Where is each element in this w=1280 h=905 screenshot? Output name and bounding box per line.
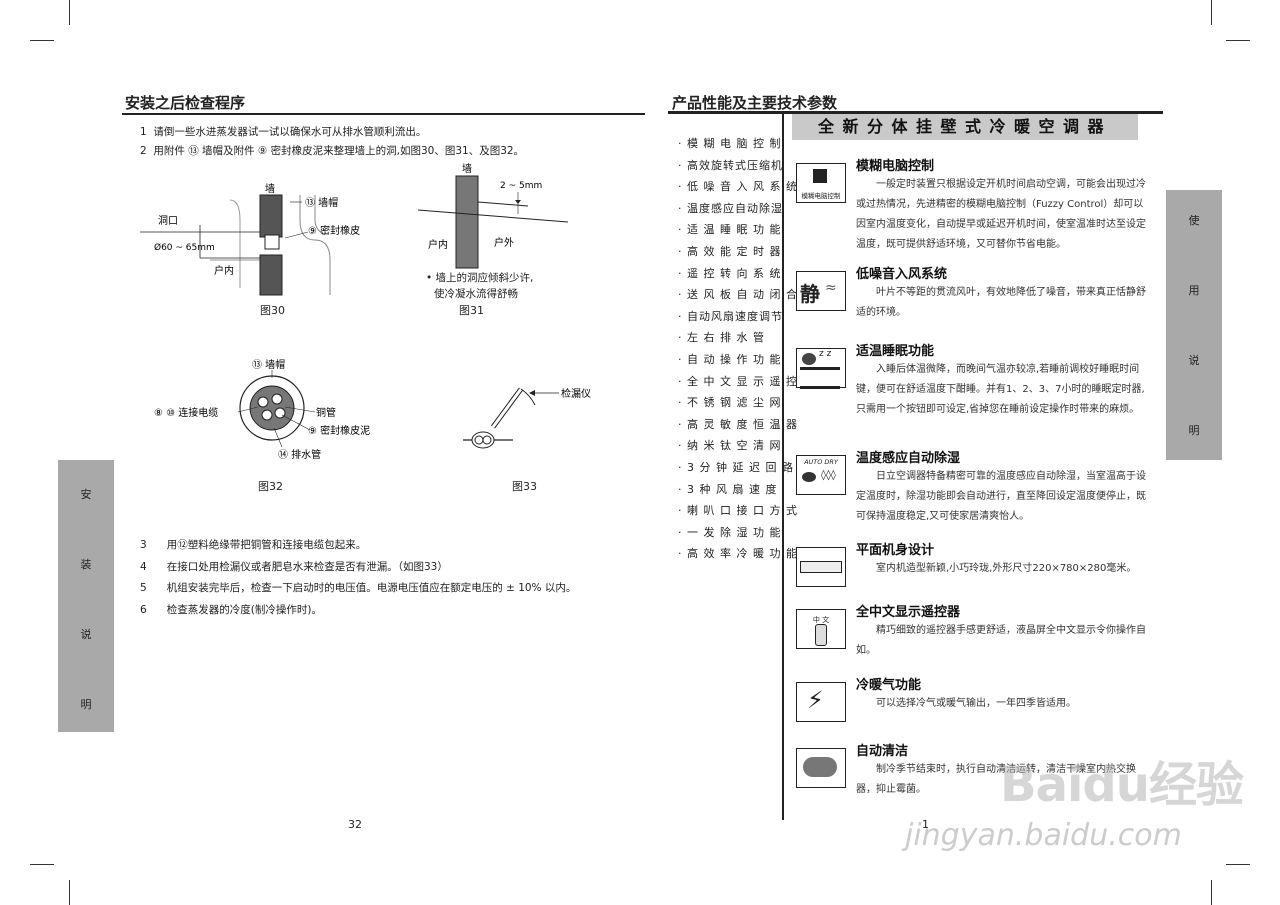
list-item: · 高 效 能 定 时 器 — [678, 244, 782, 258]
side-tab-left: 安 装 说 明 — [58, 460, 114, 732]
crop-mark — [30, 864, 54, 865]
page-title-right: 产品性能及主要技术参数 — [672, 94, 838, 112]
figure-30: 墙 洞口 Ø60 ~ 65mm 户内 ⑬ 墙帽 ⑨ 密封橡皮泥 — [140, 182, 360, 296]
list-item: · 送 风 板 自 动 闭 合 — [678, 288, 798, 302]
list-item: · 低 噪 音 入 风 系 统 — [678, 180, 798, 194]
list-item: · 适 温 睡 眠 功 能 — [678, 223, 782, 237]
fig31-caption: 图31 — [459, 304, 484, 317]
fig31-indoor-label: 户内 — [428, 238, 448, 251]
fig31-outdoor-label: 户外 — [494, 236, 514, 249]
step-item: 3 用⑫塑料绝缘带把铜管和连接电缆包起来。 — [140, 539, 367, 551]
fig30-cap-label: ⑬ 墙帽 — [305, 196, 338, 209]
fig31-note: • 墙上的洞应倾斜少许, 使冷凝水流得舒畅 — [426, 272, 534, 300]
fig30-indoor-label: 户内 — [214, 264, 234, 277]
fig32-cable-label: ⑧ ⑩ 连接电缆 — [154, 406, 218, 419]
side-tab-right: 使 用 说 明 — [1166, 190, 1222, 460]
list-item: · 高效旋转式压缩机 — [678, 158, 783, 172]
fig33-caption: 图33 — [512, 480, 537, 493]
page-number-left: 32 — [348, 818, 362, 831]
step-item: 2 用附件 ⑬ 墙帽及附件 ⑨ 密封橡皮泥来整理墙上的洞,如图30、图31、及图… — [140, 145, 525, 157]
step-item: 6 检查蒸发器的冷度(制冷操作时)。 — [140, 603, 322, 616]
column-divider — [782, 114, 784, 820]
list-item: · 遥 控 转 向 系 统 — [678, 266, 782, 280]
auto-clean-icon — [796, 748, 846, 788]
list-item: · 不 锈 钢 滤 尘 网 — [678, 396, 782, 410]
fig32-pipe-label: 铜管 — [316, 406, 336, 419]
fig30-putty-label: ⑨ 密封橡皮泥 — [308, 224, 360, 237]
fig30-caption: 图30 — [260, 304, 285, 317]
cool-heat-icon: ⚡ — [796, 682, 846, 722]
fig32-cap-label: ⑬ 墙帽 — [252, 358, 285, 371]
crop-mark — [30, 40, 54, 41]
crop-mark — [69, 0, 70, 25]
crop-mark — [1211, 0, 1212, 25]
fig31-wall-label: 墙 — [462, 162, 472, 175]
fig32-putty-label: ⑨ 密封橡皮泥 — [308, 424, 370, 437]
figure-32: ⑬ 墙帽 ⑧ ⑩ 连接电缆 铜管 ⑨ 密封橡皮泥 ⑭ 排水管 — [154, 358, 370, 461]
list-item: · 高 效 率 冷 暖 功 能 — [678, 547, 798, 561]
step-item: 5 机组安装完毕后，检查一下启动时的电压值。电源电压值应在额定电压的 ± 10%… — [140, 582, 577, 594]
steps-bottom: 3 用⑫塑料绝缘带把铜管和连接电缆包起来。 4 在接口处用检漏仪或者肥皂水来检查… — [140, 535, 640, 621]
fig32-drain-label: ⑭ 排水管 — [278, 448, 321, 461]
product-banner: 全新分体挂壁式冷暖空调器 — [792, 114, 1138, 140]
sleep-icon: z z — [796, 348, 846, 389]
fig30-wall-label: 墙 — [265, 182, 275, 195]
list-item: · 纳 米 钛 空 清 网 — [678, 439, 782, 453]
step-item: 1 请倒一些水进蒸发器试一试以确保水可从排水管顺利流出。 — [140, 126, 427, 138]
fig30-dia-label: Ø60 ~ 65mm — [154, 242, 215, 253]
page-number-right: 1 — [922, 818, 929, 831]
list-item: · 全 中 文 显 示 遥 控 — [678, 374, 798, 388]
title-rule — [122, 113, 645, 115]
auto-dry-icon: AUTO DRY ◊◊◊ — [796, 455, 846, 495]
step-item: 4 在接口处用检漏仪或者肥皂水来检查是否有泄漏。（如图33） — [140, 560, 448, 573]
fig31-gap-label: 2 ~ 5mm — [500, 181, 542, 191]
title-rule-right — [668, 111, 1163, 114]
list-item: · 自动风扇速度调节 — [678, 309, 783, 323]
page-title: 安装之后检查程序 — [125, 94, 246, 112]
list-item: · 3 分 钟 延 迟 回 路 — [678, 460, 794, 474]
list-item: · 自 动 操 作 功 能 — [678, 352, 782, 366]
list-item: · 喇 叭 口 接 口 方 式 — [678, 504, 798, 518]
indoor-unit-icon — [796, 547, 846, 587]
fig30-hole-label: 洞口 — [158, 215, 178, 227]
steps-top: 1 请倒一些水进蒸发器试一试以确保水可从排水管顺利流出。 2 用附件 ⑬ 墙帽及… — [140, 123, 640, 161]
watermark-brand: Baidu经验 — [1000, 757, 1244, 813]
watermark-url: jingyan.baidu.com — [905, 818, 1182, 853]
fig33-detector-label: 检漏仪 — [561, 387, 591, 400]
crop-mark — [1226, 40, 1250, 41]
quiet-icon: 静 ≈ — [796, 271, 846, 311]
feature-list: · 模 糊 电 脑 控 制 · 高效旋转式压缩机 · 低 噪 音 入 风 系 统… — [678, 133, 798, 565]
crop-mark — [69, 880, 70, 905]
list-item: · 温度感应自动除湿 — [678, 201, 783, 215]
list-item: · 左 右 排 水 管 — [678, 331, 765, 345]
list-item: · 3 种 风 扇 速 度 — [678, 482, 778, 496]
figure-31: 墙 2 ~ 5mm 户内 户外 — [418, 162, 569, 269]
list-item: · 一 发 除 湿 功 能 — [678, 525, 782, 539]
remote-control-icon: 中 文 — [796, 609, 846, 649]
fig32-caption: 图32 — [258, 480, 283, 493]
crop-mark — [1226, 864, 1250, 865]
fuzzy-control-icon: 模糊电脑控制 — [796, 163, 846, 203]
crop-mark — [1211, 880, 1212, 905]
figure-33: 检漏仪 — [463, 387, 591, 449]
list-item: · 模 糊 电 脑 控 制 — [678, 137, 782, 150]
list-item: · 高 灵 敏 度 恒 温 器 — [678, 417, 798, 431]
